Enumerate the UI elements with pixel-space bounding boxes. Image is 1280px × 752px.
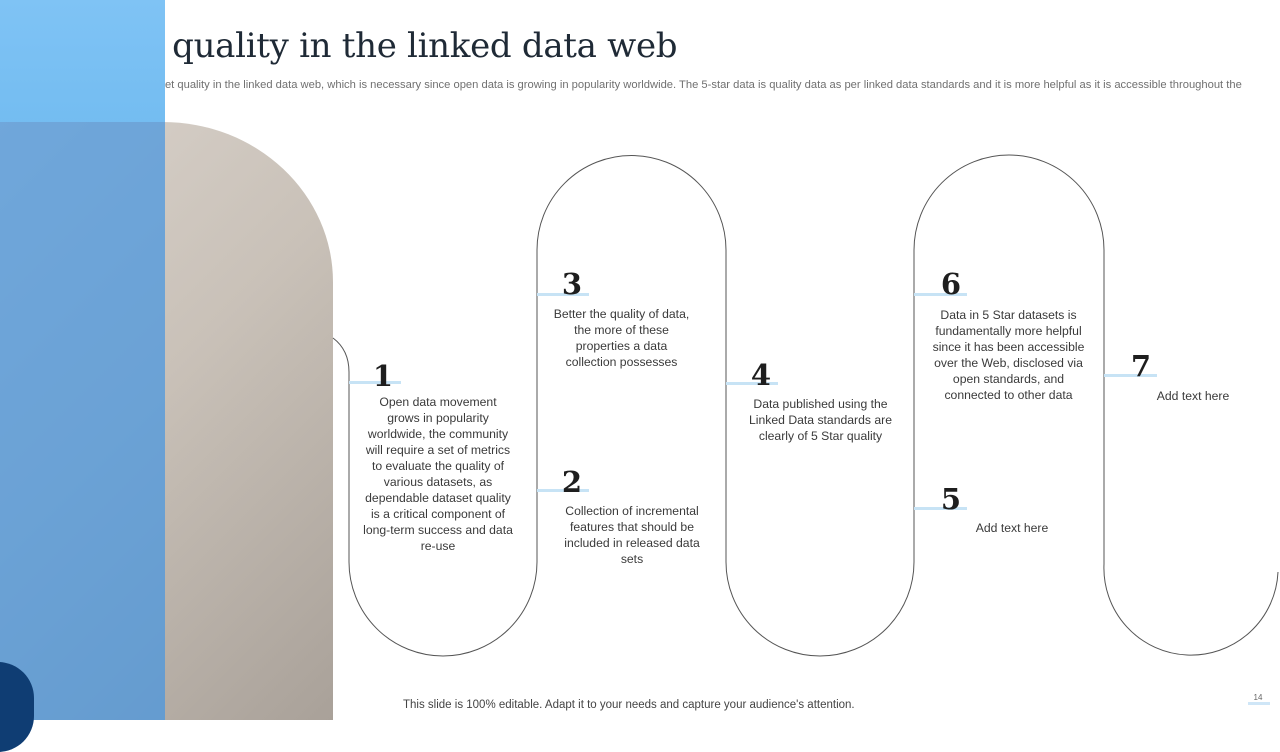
- step-1-text: Open data movement grows in popularity w…: [363, 395, 513, 553]
- photo-blue-overlay: [0, 122, 165, 720]
- accent-bar-6: [914, 293, 967, 296]
- step-7-text: Add text here: [1156, 389, 1230, 403]
- step-5-text: Add text here: [975, 521, 1049, 535]
- step-6-text: Data in 5 Star datasets is fundamentally…: [932, 308, 1085, 402]
- step-4-number: 4: [750, 358, 772, 392]
- flow-path: [332, 154, 1279, 657]
- step-4-text: Data published using the Linked Data sta…: [749, 397, 892, 443]
- step-3-text: Better the quality of data, the more of …: [553, 307, 690, 369]
- serpentine-flow-line: [332, 154, 1279, 657]
- step-1-number: 1: [372, 359, 394, 393]
- step-2-number: 2: [561, 465, 583, 499]
- accent-bar-1: [349, 381, 401, 384]
- accent-bar-5: [914, 507, 967, 510]
- office-photo: [0, 122, 333, 720]
- accent-bar-7: [1104, 374, 1157, 377]
- step-2-text: Collection of incremental features that …: [564, 504, 700, 566]
- step-5-number: 5: [940, 482, 962, 516]
- page-number: 14: [1253, 693, 1263, 702]
- step-3-number: 3: [561, 267, 583, 301]
- accent-bar-3: [537, 293, 589, 296]
- slide-footer: This slide is 100% editable. Adapt it to…: [403, 699, 855, 711]
- step-accent-bars: [349, 293, 1157, 510]
- page-number-bar: [1248, 702, 1270, 705]
- accent-bar-2: [537, 489, 589, 492]
- step-7-number: 7: [1130, 349, 1152, 383]
- step-6-number: 6: [940, 267, 962, 301]
- accent-bar-4: [726, 382, 778, 385]
